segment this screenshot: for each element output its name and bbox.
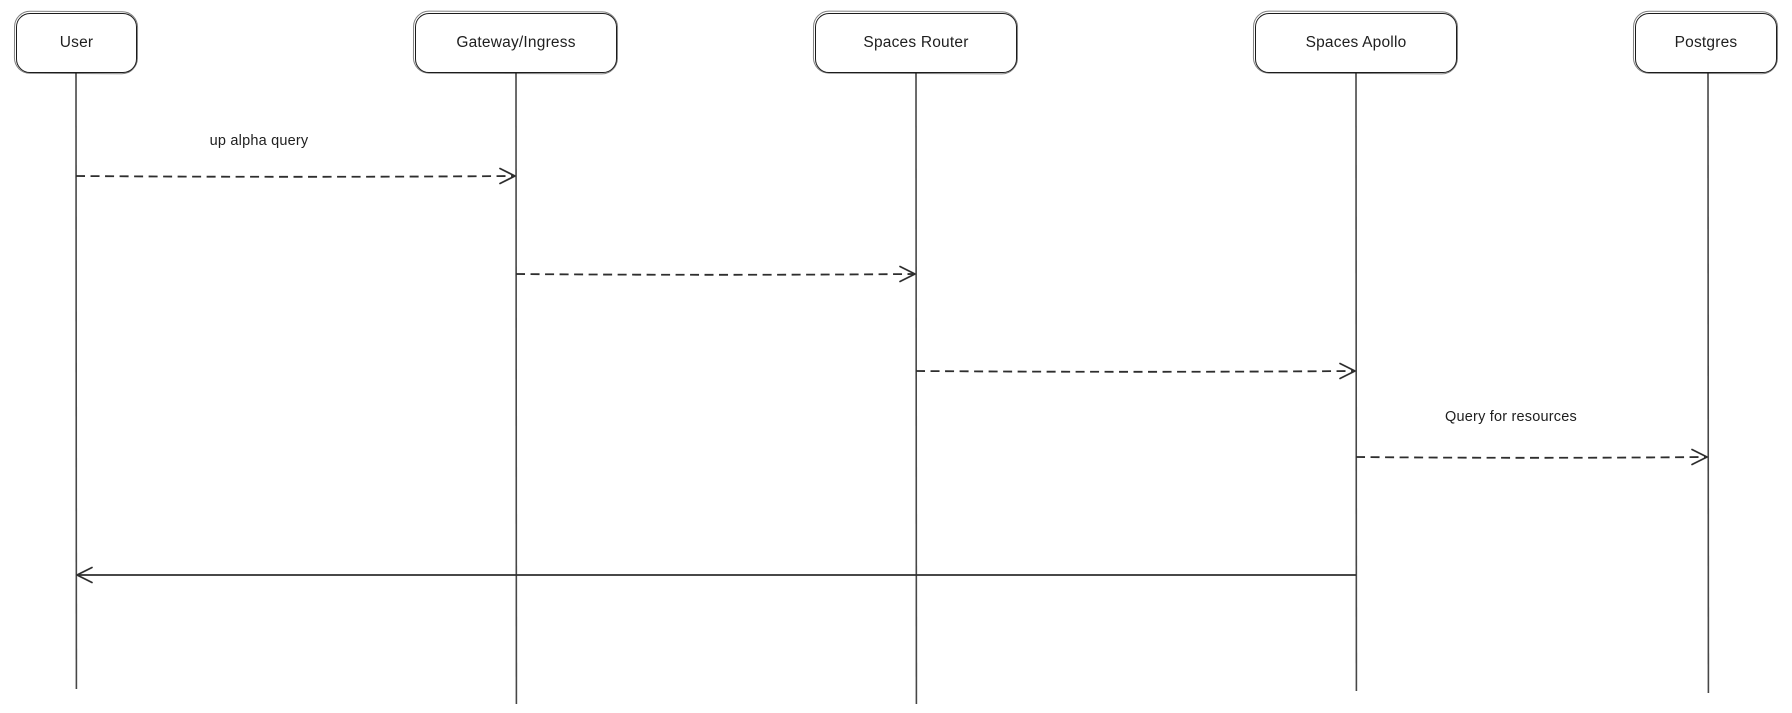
actor-box-spaces-router: Spaces Router — [815, 13, 1017, 73]
actor-label-user: User — [59, 34, 94, 51]
message-line-2 — [915, 370, 1355, 373]
actor-label-gateway-ingress: Gateway/Ingress — [456, 34, 576, 51]
message-arrowhead-3 — [1691, 448, 1708, 466]
actor-box-spaces-apollo: Spaces Apollo — [1255, 13, 1457, 73]
actor-box-user: User — [16, 13, 137, 73]
message-arrowhead-4 — [76, 566, 93, 584]
message-arrowhead-0 — [499, 167, 516, 185]
actor-box-gateway-ingress: Gateway/Ingress — [415, 13, 617, 73]
actor-label-spaces-router: Spaces Router — [863, 34, 969, 51]
actor-label-spaces-apollo: Spaces Apollo — [1305, 34, 1407, 51]
message-line-1 — [515, 273, 915, 276]
actor-label-postgres: Postgres — [1674, 34, 1738, 51]
message-label-3: Query for resources — [1445, 409, 1577, 425]
message-arrowhead-1 — [899, 265, 916, 283]
message-label-0: up alpha query — [210, 133, 309, 149]
actor-box-postgres: Postgres — [1635, 13, 1777, 73]
message-line-0 — [75, 175, 515, 178]
message-line-4 — [77, 574, 1357, 577]
message-line-3 — [1355, 456, 1707, 459]
message-arrowhead-2 — [1339, 362, 1356, 380]
